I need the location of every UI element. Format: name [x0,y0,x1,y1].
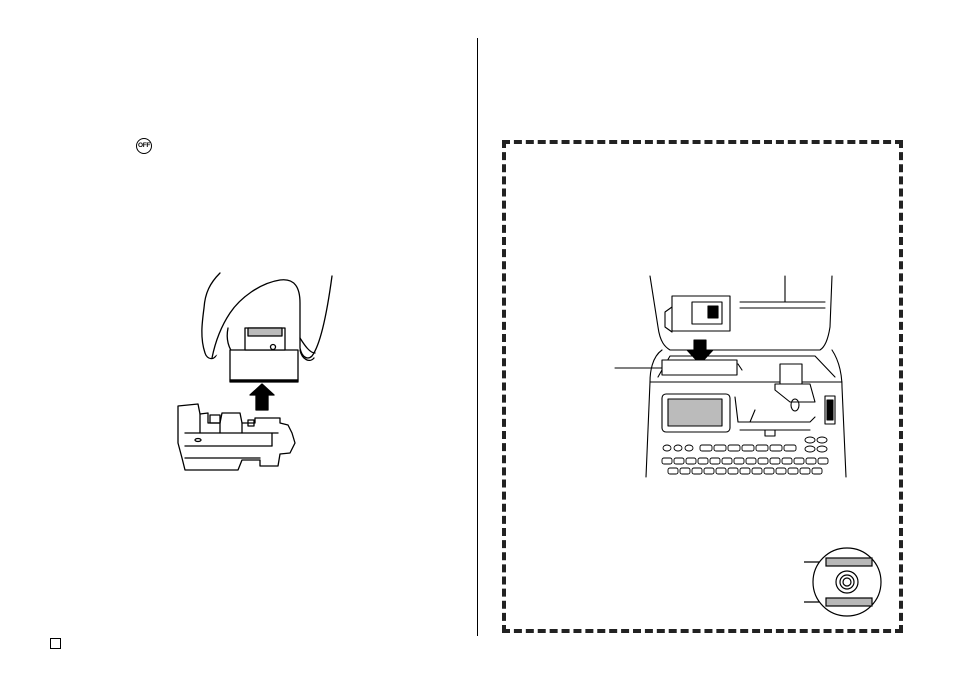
printer-head-holder-icon [177,403,296,471]
up-arrow-icon [249,383,275,411]
ribbon-cassette-icon [229,327,299,383]
cartridge-removal-figure [177,272,333,471]
cartridge-in-lid-icon [664,295,731,333]
label-strip-icon [825,557,873,607]
page-number-box [50,638,61,649]
cassette-slot-icon [661,359,743,376]
printer-open-figure [614,275,847,478]
mechanism-icon [749,363,836,425]
down-arrow-icon [686,339,714,365]
dashed-frame [502,140,903,633]
off-key-icon: OFF [136,138,152,154]
cd-figure [804,547,882,617]
off-key-label: OFF [137,141,151,149]
panel-icon [734,396,816,437]
display-icon [661,393,731,433]
page-divider [477,38,478,636]
hand-icon [201,272,333,361]
keyboard-icon [661,436,829,475]
